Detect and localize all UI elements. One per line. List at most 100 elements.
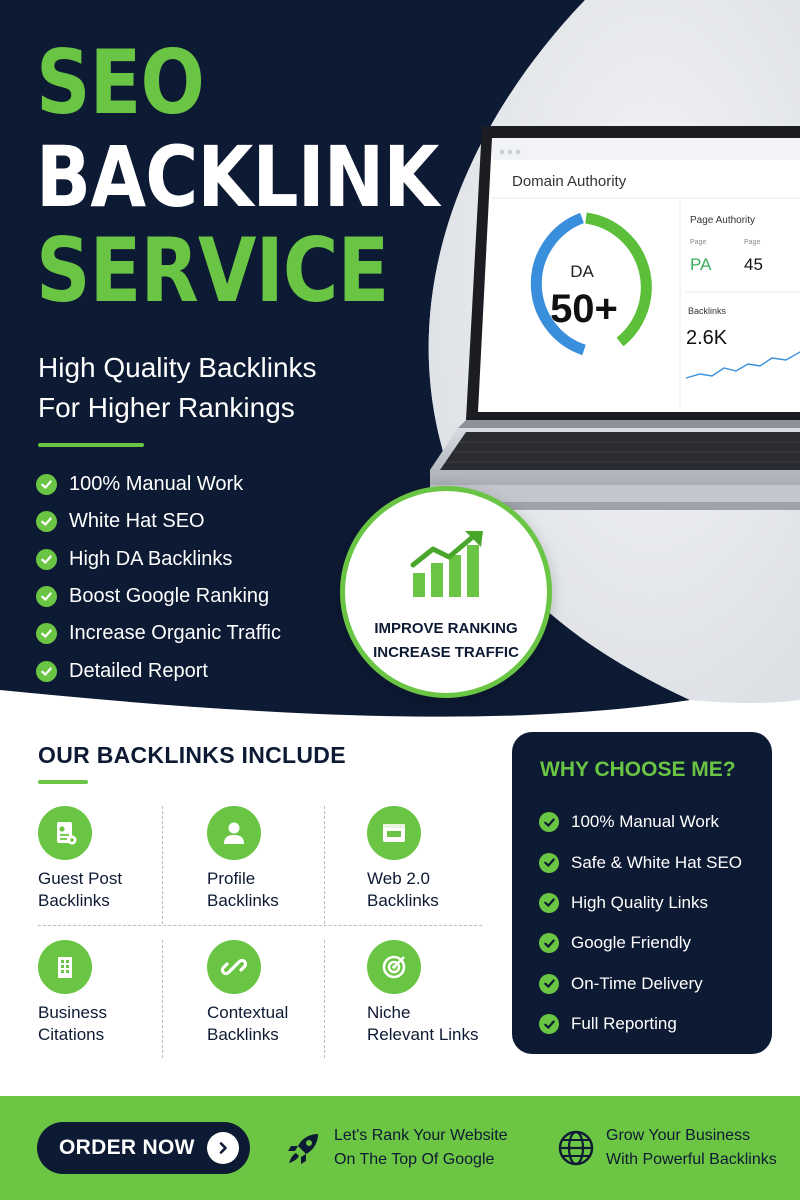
backlinks-sparkline xyxy=(685,351,800,379)
order-now-button[interactable]: ORDER NOW xyxy=(37,1122,250,1174)
why-item: Safe & White Hat SEO xyxy=(539,842,742,882)
check-icon xyxy=(36,623,57,645)
chevron-right-icon xyxy=(207,1132,239,1164)
feature-label: 100% Manual Work xyxy=(69,473,244,496)
guest-post-icon xyxy=(38,806,92,860)
check-icon xyxy=(539,892,559,913)
label-line: Backlinks xyxy=(367,891,439,910)
grid-divider xyxy=(162,806,163,924)
pa-col2-label: Page xyxy=(744,239,760,246)
promo-grow: Grow Your Business With Powerful Backlin… xyxy=(556,1124,777,1172)
title-line-service: SERVICE xyxy=(36,219,389,322)
globe-icon xyxy=(558,1130,594,1166)
why-label: High Quality Links xyxy=(571,892,709,912)
growth-chart-icon xyxy=(410,531,483,597)
feature-item: Detailed Report xyxy=(36,652,281,689)
check-icon xyxy=(539,1014,559,1035)
feature-list: 100% Manual Work White Hat SEO High DA B… xyxy=(36,466,281,690)
includes-divider xyxy=(38,780,88,784)
pa-col1-value: PA xyxy=(690,255,712,274)
feature-label: Increase Organic Traffic xyxy=(69,622,281,645)
feature-item: White Hat SEO xyxy=(36,503,281,540)
promo-rank-text: Let's Rank Your Website On The Top Of Go… xyxy=(334,1124,508,1172)
promo-rank: Let's Rank Your Website On The Top Of Go… xyxy=(284,1124,508,1172)
why-list: 100% Manual Work Safe & White Hat SEO Hi… xyxy=(539,802,742,1044)
title-line-backlink: BACKLINK xyxy=(36,128,439,226)
check-icon xyxy=(539,852,559,873)
dashboard-title: Domain Authority xyxy=(512,173,627,190)
link-icon xyxy=(207,940,261,994)
subtitle-divider xyxy=(38,443,144,447)
rocket-icon xyxy=(288,1134,318,1164)
label-line: Backlinks xyxy=(38,891,110,910)
why-item: High Quality Links xyxy=(539,883,742,923)
backlinks-label: Backlinks xyxy=(688,306,727,316)
label-line: Web 2.0 xyxy=(367,869,431,888)
subtitle-line-2: For Higher Rankings xyxy=(38,392,295,423)
feature-label: Boost Google Ranking xyxy=(69,585,270,608)
why-item: 100% Manual Work xyxy=(539,802,742,842)
hero-subtitle: High Quality Backlinks For Higher Rankin… xyxy=(38,348,317,428)
feature-item: Increase Organic Traffic xyxy=(36,615,281,652)
hero-title: SEO BACKLINK SERVICE xyxy=(36,36,504,318)
hero-section: SEO BACKLINK SERVICE High Quality Backli… xyxy=(0,0,800,717)
includes-heading: OUR BACKLINKS INCLUDE xyxy=(38,742,346,768)
profile-icon xyxy=(207,806,261,860)
grid-divider xyxy=(38,925,482,926)
web-browser-icon xyxy=(367,806,421,860)
badge-line-2: INCREASE TRAFFIC xyxy=(373,644,519,661)
check-icon xyxy=(36,548,57,570)
order-now-label: ORDER NOW xyxy=(59,1136,195,1159)
why-heading: WHY CHOOSE ME? xyxy=(540,758,736,781)
feature-item: 100% Manual Work xyxy=(36,466,281,503)
check-icon xyxy=(36,474,57,496)
grid-divider xyxy=(162,940,163,1058)
subtitle-line-1: High Quality Backlinks xyxy=(38,352,317,383)
why-label: Full Reporting xyxy=(571,1014,677,1034)
label-line: Profile xyxy=(207,869,256,888)
why-label: On-Time Delivery xyxy=(571,973,703,993)
target-icon xyxy=(367,940,421,994)
promo-rank-line-1: Let's Rank Your Website xyxy=(334,1127,508,1144)
pa-col1-label: Page xyxy=(690,239,706,246)
badge-line-1: IMPROVE RANKING xyxy=(374,620,518,637)
promo-grow-line-2: With Powerful Backlinks xyxy=(606,1151,777,1168)
why-item: Google Friendly xyxy=(539,923,742,963)
title-line-seo: SEO xyxy=(36,31,205,134)
label-line: Backlinks xyxy=(207,1025,279,1044)
why-item: Full Reporting xyxy=(539,1004,742,1044)
feature-label: Detailed Report xyxy=(69,659,208,682)
grid-divider xyxy=(324,940,325,1058)
footer-bar: ORDER NOW Let's Rank Your Website On The… xyxy=(0,1096,800,1200)
label-line: Business xyxy=(38,1003,107,1022)
feature-item: Boost Google Ranking xyxy=(36,578,281,615)
promo-grow-text: Grow Your Business With Powerful Backlin… xyxy=(606,1124,777,1172)
why-choose-me-panel: WHY CHOOSE ME? 100% Manual Work Safe & W… xyxy=(512,732,772,1054)
gauge-label: DA xyxy=(570,262,594,281)
badge-text: IMPROVE RANKING INCREASE TRAFFIC xyxy=(345,617,547,665)
label-line: Citations xyxy=(38,1025,105,1044)
check-icon xyxy=(539,812,559,833)
check-icon xyxy=(36,660,57,682)
laptop-illustration: Domain Authority DA 50+ Page Authority P… xyxy=(430,126,800,510)
check-icon xyxy=(36,511,57,533)
label-line: Contextual xyxy=(207,1003,289,1022)
promo-grow-line-1: Grow Your Business xyxy=(606,1127,751,1144)
why-label: Safe & White Hat SEO xyxy=(571,852,743,872)
gauge-value: 50+ xyxy=(550,287,618,331)
label-line: Backlinks xyxy=(207,891,279,910)
ranking-badge: IMPROVE RANKING INCREASE TRAFFIC xyxy=(340,486,552,698)
grid-divider xyxy=(324,806,325,924)
label-line: Guest Post xyxy=(38,869,123,888)
label-line: Niche xyxy=(367,1003,411,1022)
